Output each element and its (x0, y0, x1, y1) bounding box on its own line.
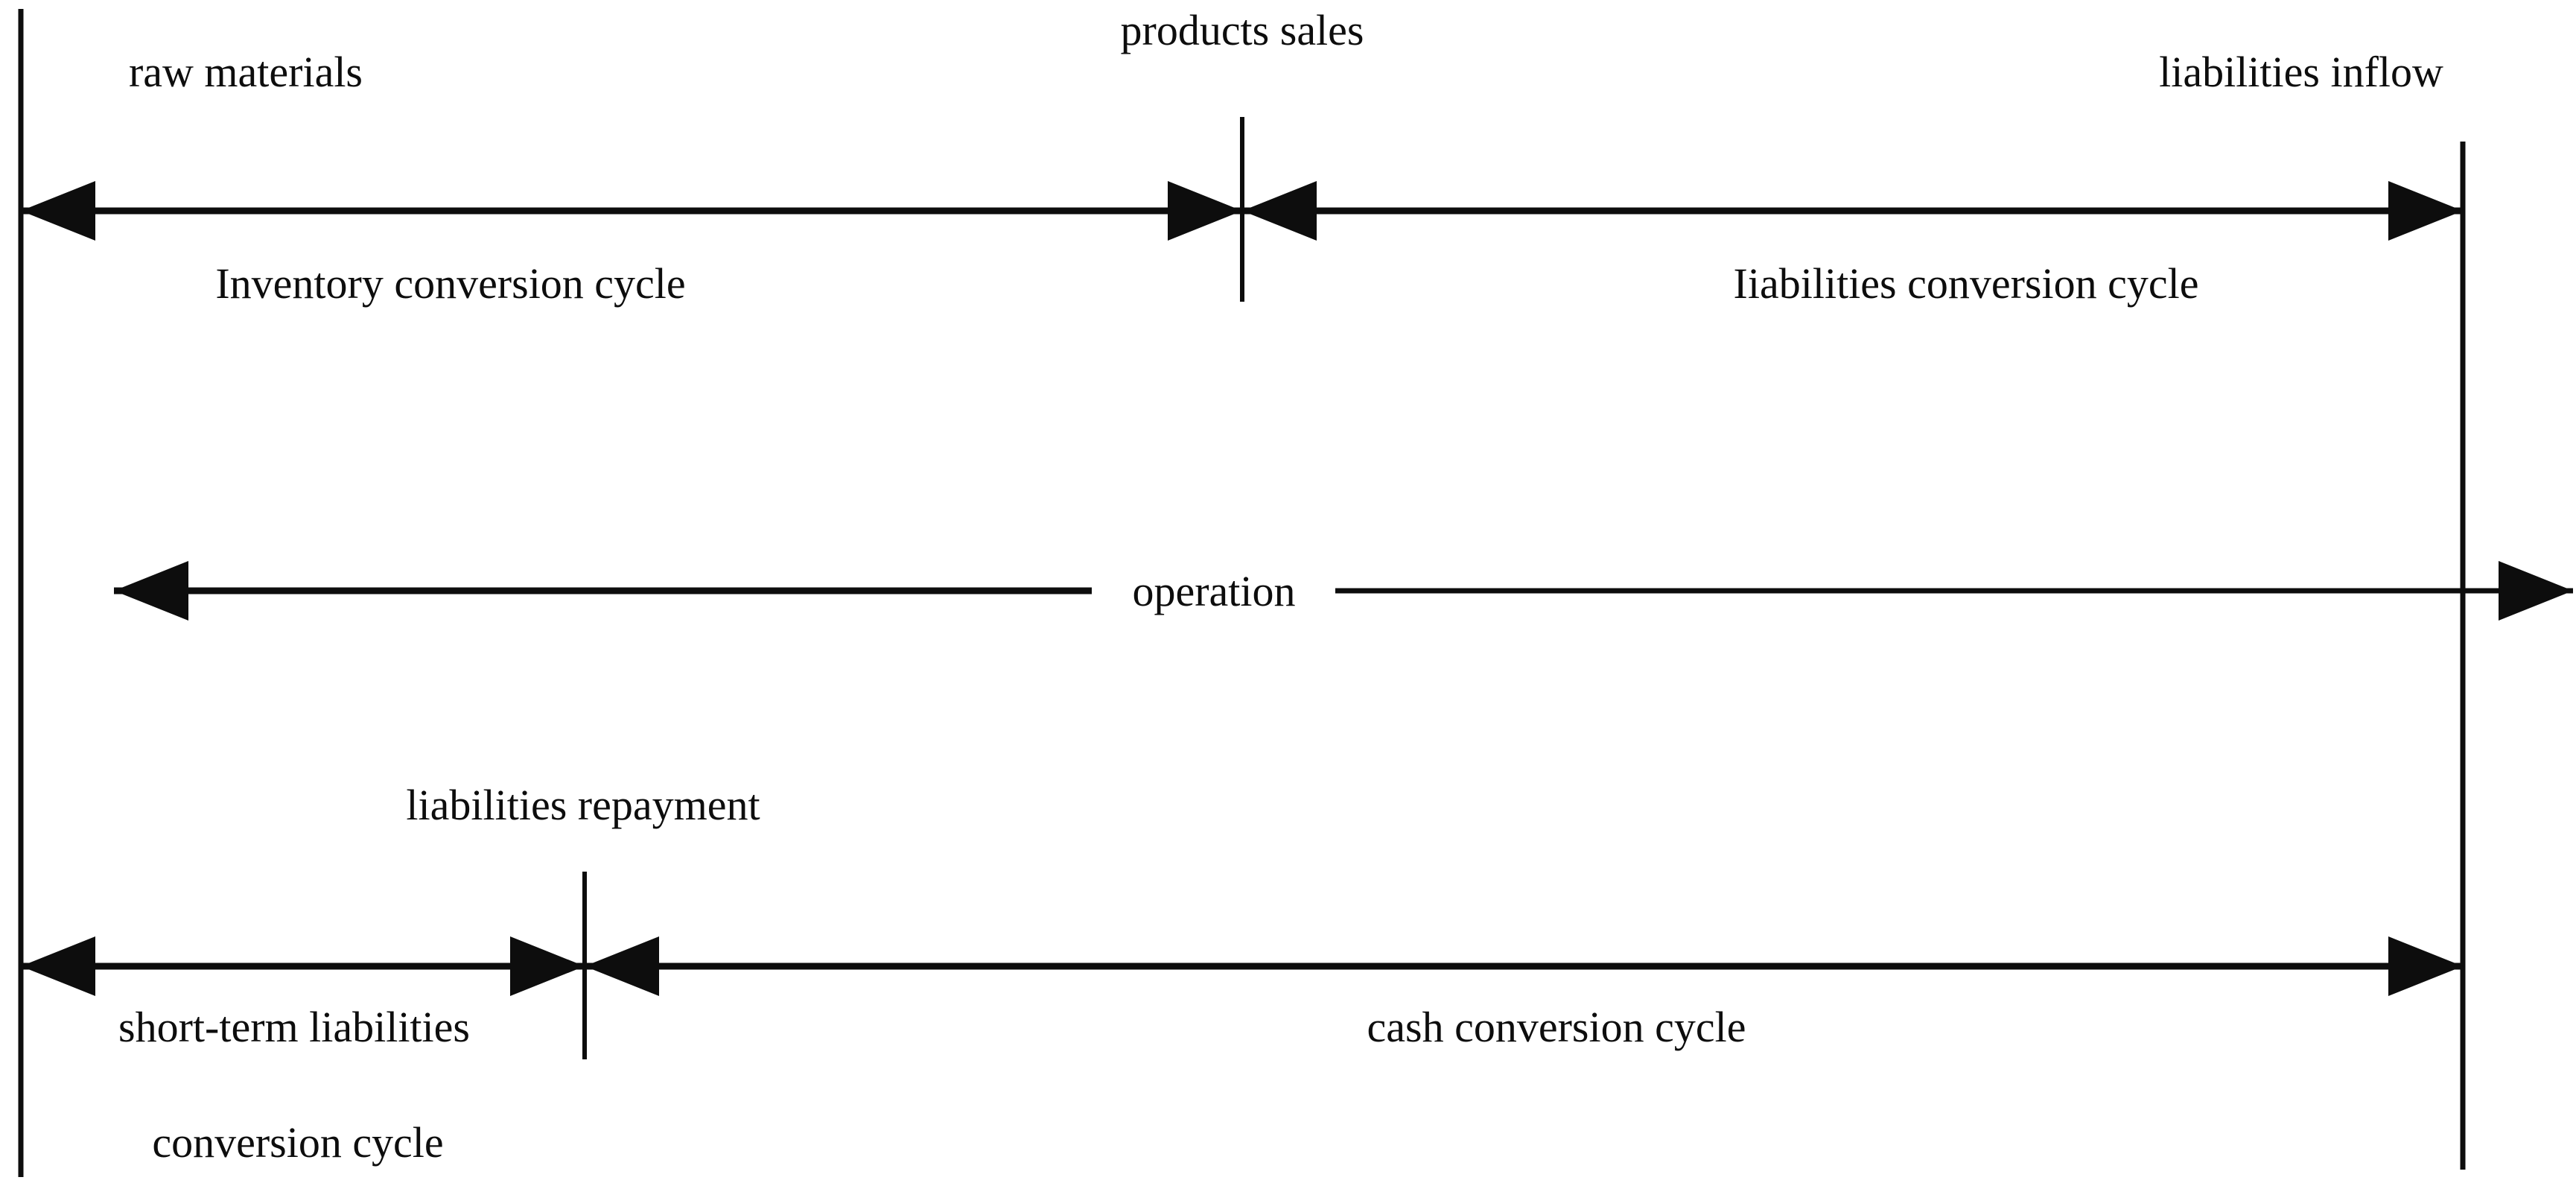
liabilities-conversion-cycle-arrow (1242, 181, 2463, 241)
cash-conversion-cycle-arrow (585, 936, 2463, 996)
label-raw-materials: raw materials (128, 48, 363, 96)
label-short-term-liabilities: short-term liabilities (118, 1003, 470, 1051)
label-conversion-cycle: conversion cycle (152, 1118, 444, 1167)
label-cash-conversion-cycle: cash conversion cycle (1367, 1003, 1746, 1051)
label-operation: operation (1132, 567, 1296, 615)
label-liabilities-repayment: liabilities repayment (406, 781, 760, 829)
label-inventory-conversion-cycle: Inventory conversion cycle (215, 259, 686, 308)
operation-arrow (114, 561, 2573, 621)
inventory-conversion-cycle-arrow (21, 181, 1242, 241)
label-liabilities-conversion-cycle: Iiabilities conversion cycle (1733, 259, 2199, 308)
short-term-liabilities-conversion-cycle-arrow (21, 936, 585, 996)
label-liabilities-inflow: liabilities inflow (2159, 48, 2443, 96)
label-products-sales: products sales (1120, 6, 1364, 54)
